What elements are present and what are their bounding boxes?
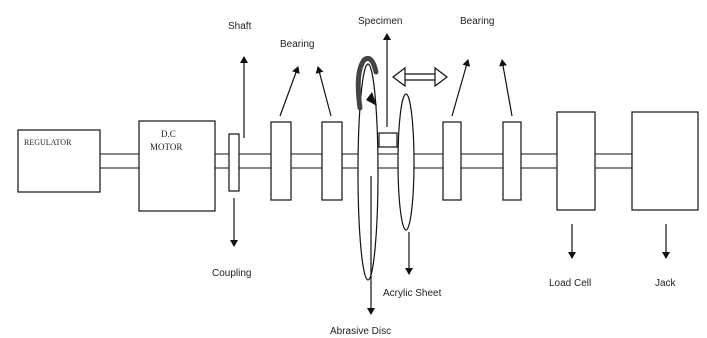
label-coupling: Coupling <box>212 268 251 279</box>
bearing-left-arrow-1 <box>279 66 300 117</box>
label-acrylic-sheet: Acrylic Sheet <box>383 288 442 299</box>
dc-motor-block: D.C MOTOR <box>138 120 216 212</box>
specimen <box>378 132 398 148</box>
motion-arrow <box>392 66 448 88</box>
label-load-cell: Load Cell <box>549 278 591 289</box>
jack <box>631 111 699 211</box>
regulator-label: REGULATOR <box>24 138 72 147</box>
load-cell <box>556 111 596 211</box>
bearing-left-2 <box>321 121 343 201</box>
leader-arrows <box>230 33 670 315</box>
bearing-right-2 <box>502 121 522 201</box>
bearing-left-arrow-2 <box>315 66 332 117</box>
motor-label-line1: D.C <box>161 129 176 139</box>
rotation-arrow <box>355 56 379 111</box>
regulator-block: REGULATOR <box>17 129 101 193</box>
label-abrasive-disc: Abrasive Disc <box>330 326 391 337</box>
label-specimen: Specimen <box>358 16 402 27</box>
coupling <box>228 133 240 192</box>
component-labels: Shaft Bearing Specimen Bearing Coupling … <box>212 16 677 337</box>
label-bearing-left: Bearing <box>280 39 314 50</box>
bearing-left-1 <box>270 121 292 201</box>
abrasive-disc <box>357 63 379 281</box>
bearing-right-1 <box>442 121 462 201</box>
bearing-right-arrow-1 <box>451 59 471 117</box>
label-shaft: Shaft <box>228 21 252 32</box>
bearing-right-arrow-2 <box>499 59 513 117</box>
motor-label-line2: MOTOR <box>150 142 182 152</box>
label-jack: Jack <box>655 278 677 289</box>
label-bearing-right: Bearing <box>460 16 494 27</box>
acrylic-sheet <box>397 93 415 231</box>
